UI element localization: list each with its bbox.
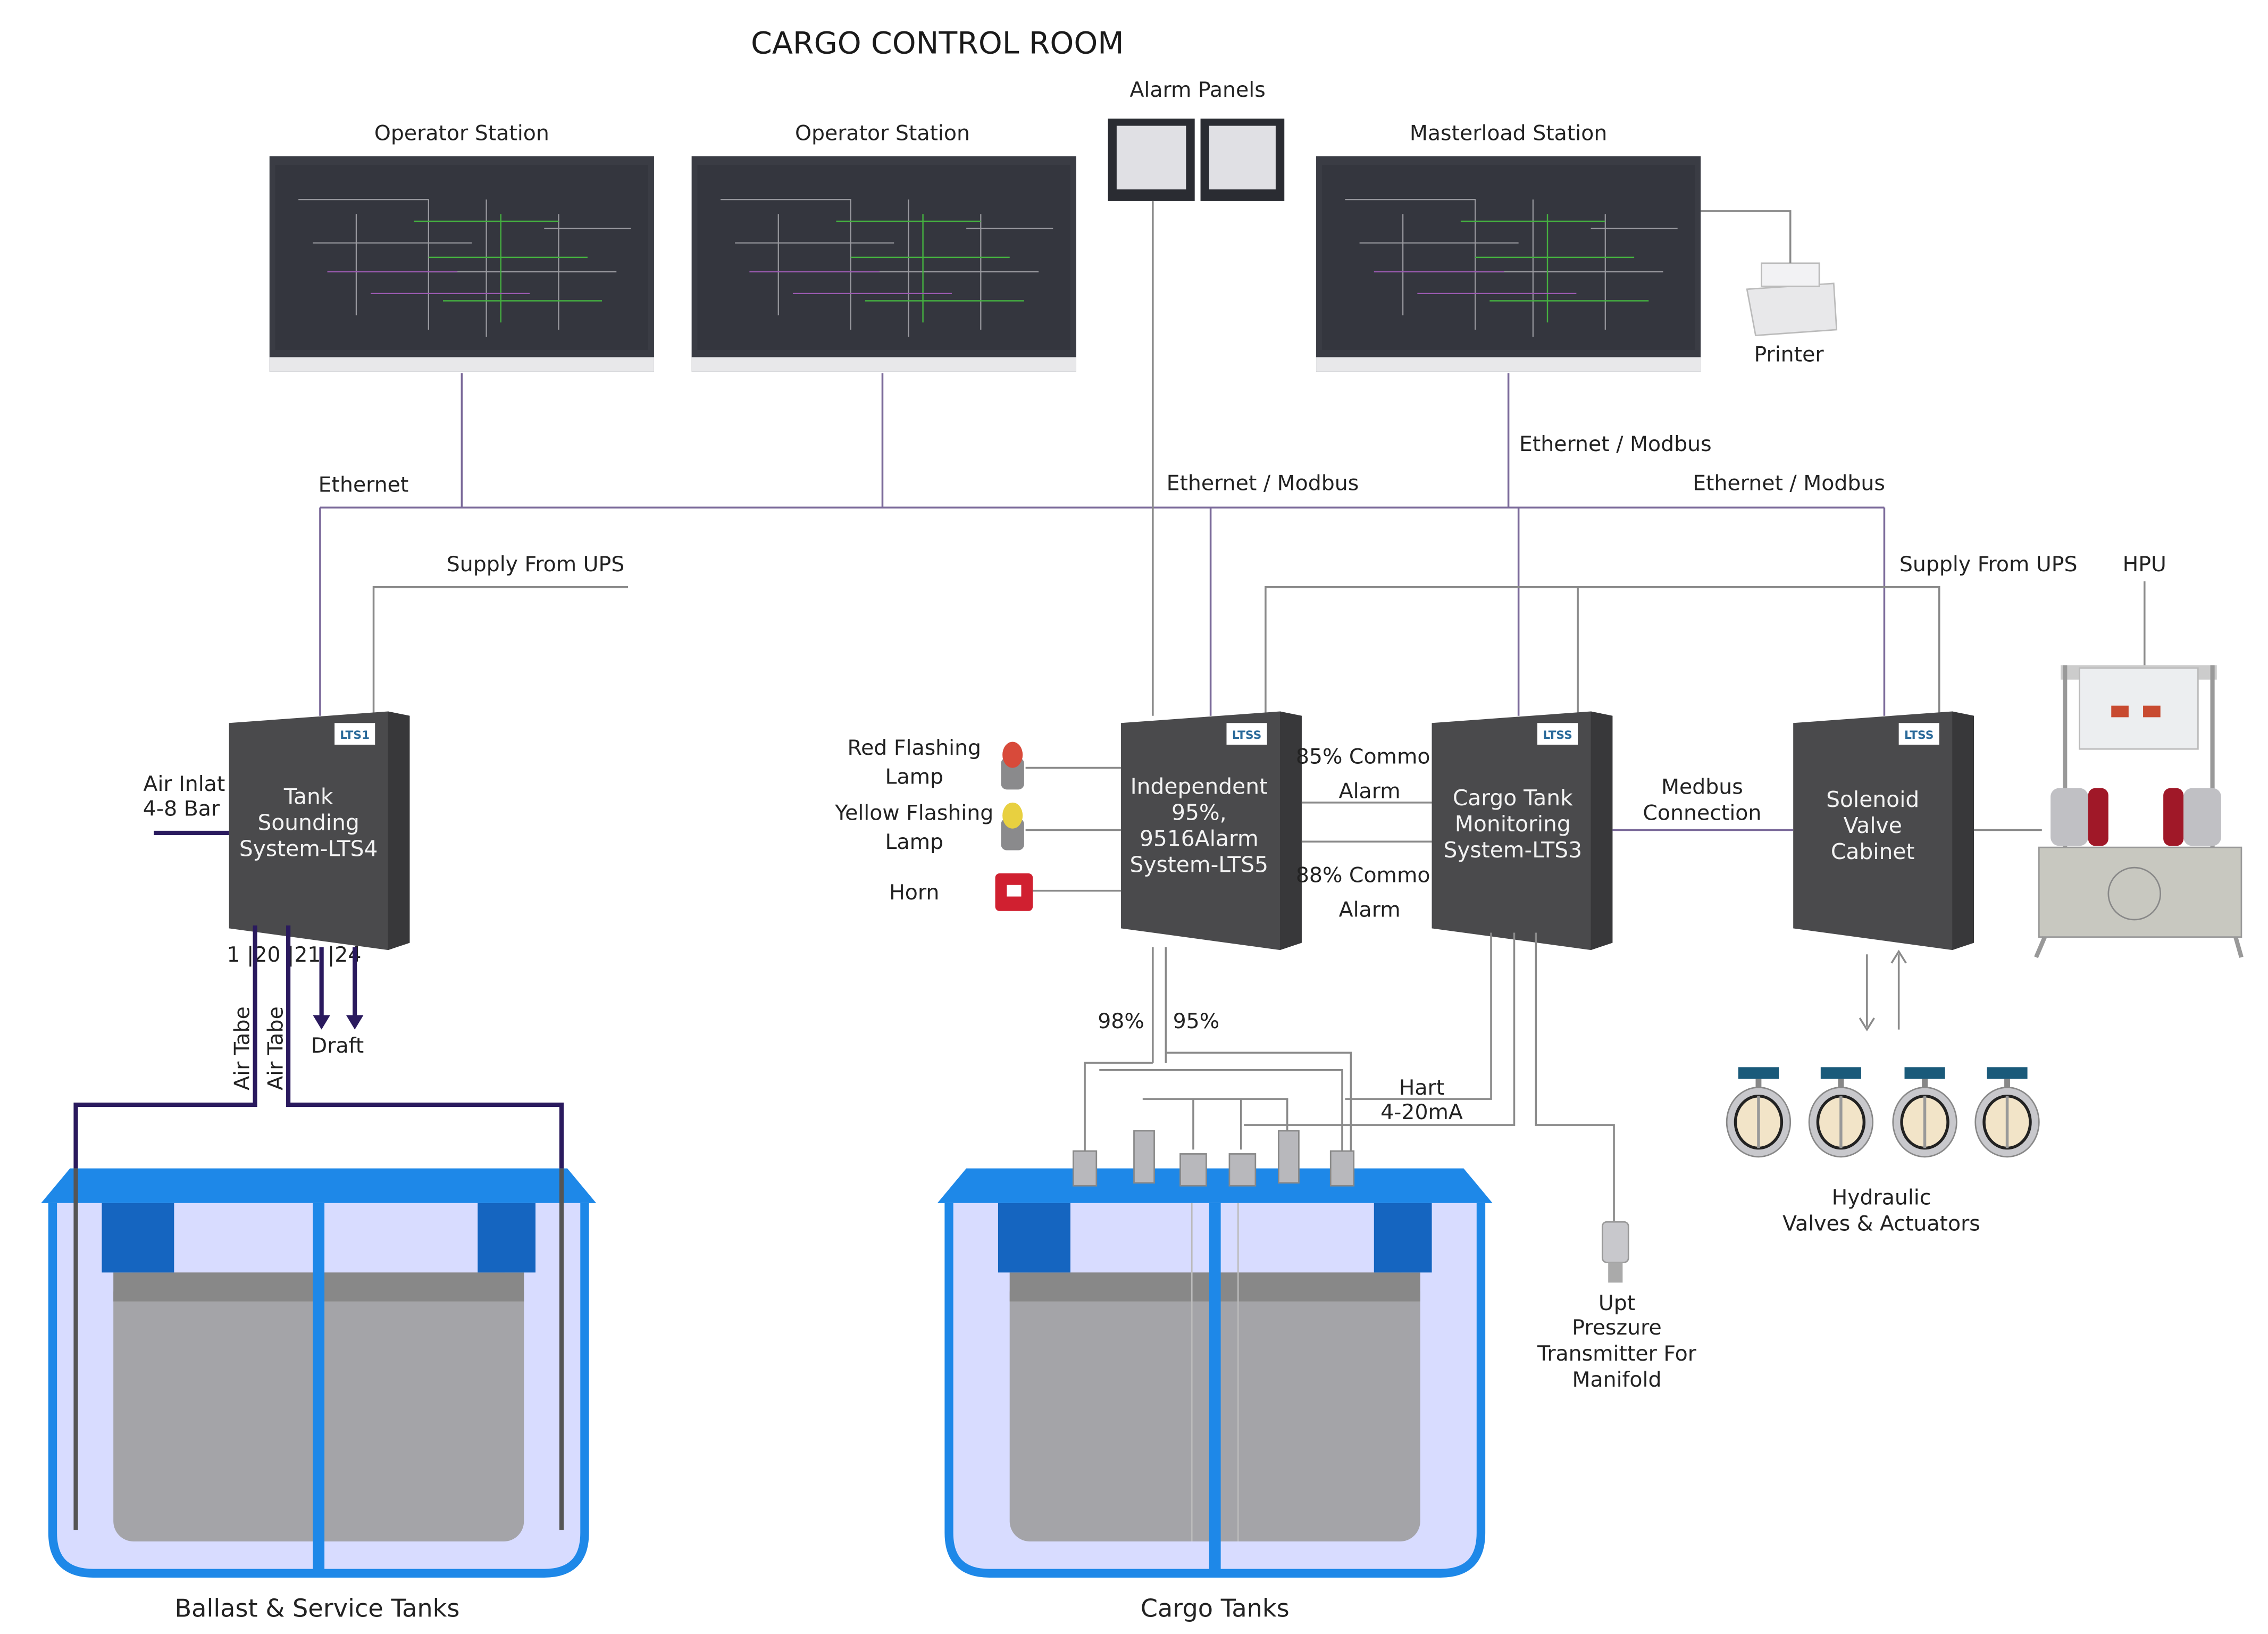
svg-text:LTSS: LTSS xyxy=(1904,729,1934,742)
operator-station-1-screen xyxy=(269,155,655,372)
svg-text:LTSS: LTSS xyxy=(1232,729,1261,742)
transmitter-label: Upt xyxy=(1599,1291,1635,1315)
svg-text:Cabinet: Cabinet xyxy=(1831,839,1915,864)
solenoid-valve-cabinet: LTSS Solenoid Valve Cabinet xyxy=(1793,711,1974,951)
transmitter-label: Preszure xyxy=(1572,1315,1661,1340)
alarm-85-label: 85% Common xyxy=(1296,744,1444,769)
draft-label: Draft xyxy=(311,1033,364,1058)
svg-text:LTSS: LTSS xyxy=(1543,729,1572,742)
yellow-lamp-label: Lamp xyxy=(885,830,944,854)
ethernet-modbus-label: Ethernet / Modbus xyxy=(1519,432,1712,456)
yellow-lamp-label: Yellow Flashing xyxy=(834,801,993,825)
alarm-88-label: Alarm xyxy=(1339,898,1401,922)
hart-label: 4-20mA xyxy=(1380,1100,1463,1124)
svg-text:System-LTS3: System-LTS3 xyxy=(1443,837,1582,863)
air-tube-label: Air Tabe xyxy=(230,1006,255,1090)
hydraulic-valves xyxy=(1727,1067,2039,1157)
svg-text:Cargo Tank: Cargo Tank xyxy=(1453,785,1573,811)
svg-text:9516Alarm: 9516Alarm xyxy=(1140,826,1259,851)
air-tube-label: Air Tabe xyxy=(263,1006,288,1090)
svg-text:Valve: Valve xyxy=(1844,813,1902,838)
ups-supply-label: Supply From UPS xyxy=(1899,552,2078,577)
hpu-label: HPU xyxy=(2123,552,2166,577)
printer-label: Printer xyxy=(1754,343,1824,367)
svg-text:Solenoid: Solenoid xyxy=(1826,787,1919,812)
ballast-tanks-label: Ballast & Service Tanks xyxy=(174,1594,459,1622)
cargo-tank-monitoring-cabinet: LTSS Cargo Tank Monitoring System-LTS3 xyxy=(1432,711,1613,951)
svg-text:Sounding: Sounding xyxy=(257,810,359,835)
cargo-tanks xyxy=(937,1130,1493,1578)
modbus-connection-label: Connection xyxy=(1643,801,1761,825)
transmitter-label: Transmitter For xyxy=(1537,1341,1697,1366)
hydraulic-valves-label: Hydraulic xyxy=(1832,1186,1931,1210)
ethernet-modbus-label: Ethernet / Modbus xyxy=(1167,471,1359,496)
tank-sounding-cabinet: LTS1 Tank Sounding System-LTS4 xyxy=(229,711,410,951)
svg-text:Independent: Independent xyxy=(1131,774,1268,799)
air-inlet-label: Air Inlat xyxy=(143,772,225,796)
horn-label: Horn xyxy=(889,880,939,905)
hpu-unit xyxy=(2034,665,2244,958)
alarm-88-label: 88% Common xyxy=(1296,863,1444,887)
svg-text:LTS1: LTS1 xyxy=(340,729,370,742)
svg-text:Tank: Tank xyxy=(283,784,333,810)
page-title: CARGO CONTROL ROOM xyxy=(751,26,1124,61)
modbus-connection-label: Medbus xyxy=(1661,775,1743,799)
hart-label: Hart xyxy=(1399,1076,1444,1100)
ups-supply-label: Supply From UPS xyxy=(447,552,625,577)
port-numbers: 1 |20 |21 |24 xyxy=(227,943,362,967)
operator-station-1-label: Operator Station xyxy=(374,121,549,146)
ethernet-bus xyxy=(319,373,1886,716)
air-inlet-label: 4-8 Bar xyxy=(143,796,220,821)
masterload-station-label: Masterload Station xyxy=(1410,121,1607,146)
pct-95-label: 95% xyxy=(1173,1009,1220,1033)
ethernet-label: Ethernet xyxy=(319,472,409,497)
operator-station-2-screen xyxy=(691,155,1077,372)
yellow-lamp-icon xyxy=(1001,802,1024,851)
red-lamp-label: Lamp xyxy=(885,764,944,789)
pct-98-label: 98% xyxy=(1098,1009,1144,1033)
alarm-panels-label: Alarm Panels xyxy=(1129,78,1265,102)
ethernet-modbus-label: Ethernet / Modbus xyxy=(1693,471,1885,496)
ballast-tanks xyxy=(41,1168,597,1578)
horn-icon xyxy=(995,873,1033,911)
pressure-transmitter-icon xyxy=(1601,1221,1629,1283)
independent-alarm-cabinet: LTSS Independent 95%, 9516Alarm System-L… xyxy=(1121,711,1302,951)
printer-icon xyxy=(1746,262,1838,337)
air-tube-lines xyxy=(73,925,564,1169)
svg-text:System-LTS4: System-LTS4 xyxy=(239,836,378,861)
operator-station-2-label: Operator Station xyxy=(795,121,970,146)
hydraulic-valves-label: Valves & Actuators xyxy=(1782,1212,1980,1236)
alarm-panels xyxy=(1108,118,1285,201)
cargo-tanks-label: Cargo Tanks xyxy=(1141,1594,1290,1622)
transmitter-label: Manifold xyxy=(1572,1368,1661,1392)
svg-text:System-LTS5: System-LTS5 xyxy=(1130,852,1269,877)
red-lamp-label: Red Flashing xyxy=(847,736,981,760)
svg-text:Monitoring: Monitoring xyxy=(1455,811,1571,837)
masterload-station-screen xyxy=(1315,155,1702,372)
alarm-85-label: Alarm xyxy=(1339,779,1401,804)
red-lamp-icon xyxy=(1001,741,1024,790)
svg-text:95%,: 95%, xyxy=(1171,799,1227,825)
